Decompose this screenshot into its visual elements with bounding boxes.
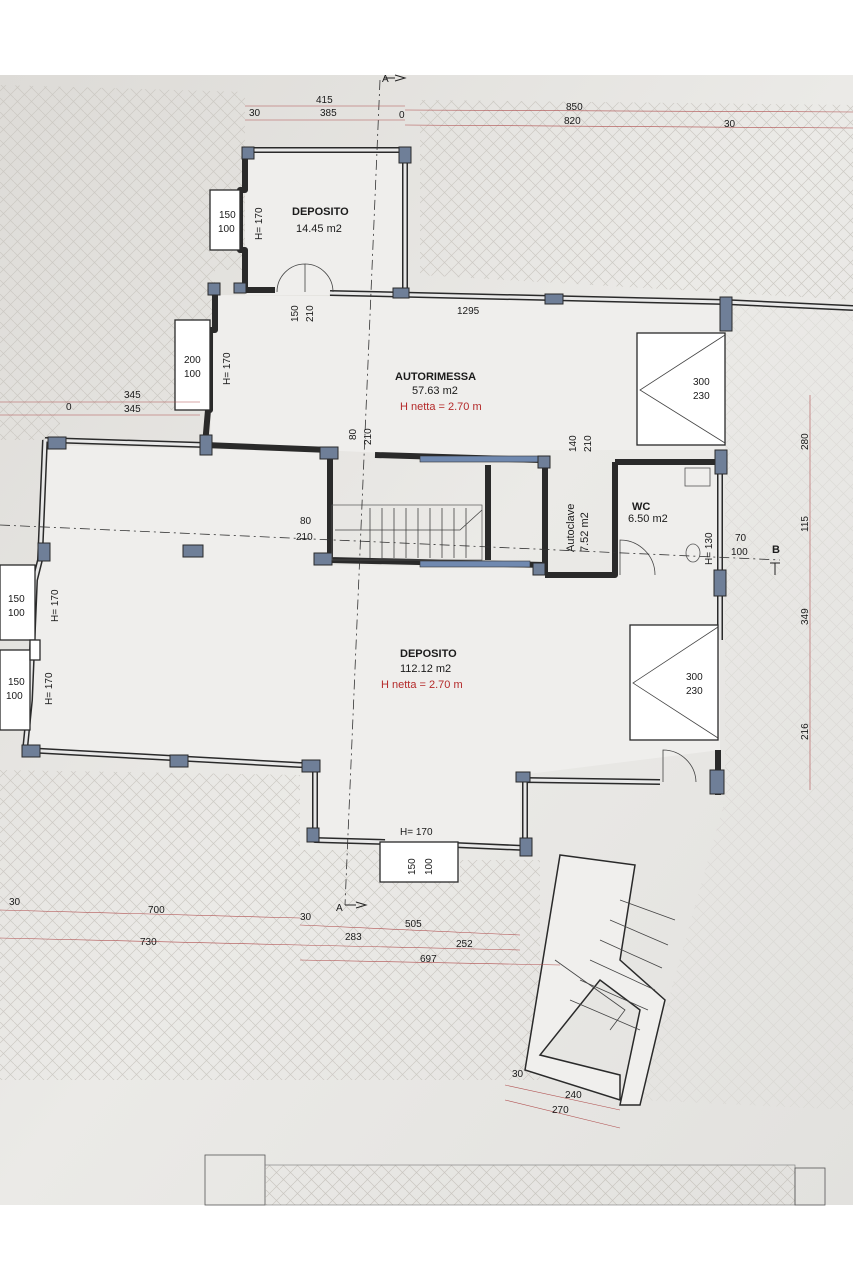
room-height-autorimessa: H netta = 2.70 m xyxy=(400,401,482,413)
dim-252: 252 xyxy=(456,939,473,950)
dim-697: 697 xyxy=(420,954,437,965)
door-swings xyxy=(276,263,697,783)
dim-30-bottom-left: 30 xyxy=(9,897,21,908)
dim-0-left: 0 xyxy=(66,402,72,413)
dim-850: 850 xyxy=(566,102,583,113)
structural-pillars xyxy=(21,146,733,857)
section-b-label: B xyxy=(772,544,780,556)
window-3-sill: H= 170 xyxy=(50,589,61,622)
window-3-width: 150 xyxy=(8,594,25,605)
dim-30-stair: 30 xyxy=(512,1069,524,1080)
room-area-autoclave: 7.52 m2 xyxy=(579,512,591,552)
section-a-top-label: A xyxy=(382,74,389,85)
dim-0-top: 0 xyxy=(399,110,405,121)
window-1-height: 100 xyxy=(218,224,235,235)
reinforced-segments xyxy=(419,455,539,568)
section-a-bottom-label: A xyxy=(336,903,343,914)
dim-30-bottom-mid: 30 xyxy=(300,912,312,923)
window-frames xyxy=(0,189,459,883)
dim-345-a: 345 xyxy=(124,390,141,401)
garage-door-2-height: 230 xyxy=(686,686,703,697)
dim-1295: 1295 xyxy=(457,306,480,317)
window-4-height: 100 xyxy=(6,691,23,702)
dim-385: 385 xyxy=(320,108,337,119)
dim-270: 270 xyxy=(552,1105,569,1116)
paved-terrace-hatching xyxy=(0,85,853,1110)
dim-700: 700 xyxy=(148,905,165,916)
room-height-deposito-main: H netta = 2.70 m xyxy=(381,679,463,691)
door-3-height: 210 xyxy=(583,435,594,452)
window-1-sill: H= 170 xyxy=(254,207,265,240)
room-label-deposito-main: DEPOSITO xyxy=(400,648,457,660)
window-5-width: 150 xyxy=(407,858,418,875)
window-2-width: 200 xyxy=(184,355,201,366)
door-4-width: 80 xyxy=(300,516,312,527)
section-lines xyxy=(0,74,781,909)
dim-345-b: 345 xyxy=(124,404,141,415)
room-area-deposito-small: 14.45 m2 xyxy=(296,223,342,235)
garage-door-1-height: 230 xyxy=(693,391,710,402)
window-2-sill: H= 170 xyxy=(222,352,233,385)
dim-730: 730 xyxy=(140,937,157,948)
dimension-lines xyxy=(0,105,853,1129)
dim-240: 240 xyxy=(565,1090,582,1101)
dim-280: 280 xyxy=(800,433,811,450)
dim-283: 283 xyxy=(345,932,362,943)
window-3-height: 100 xyxy=(8,608,25,619)
room-area-wc: 6.50 m2 xyxy=(628,513,668,525)
door-1-height: 210 xyxy=(305,305,316,322)
garage-door-1-width: 300 xyxy=(693,377,710,388)
dim-30-top-left: 30 xyxy=(249,108,261,119)
garage-door-2-width: 300 xyxy=(686,672,703,683)
window-4-sill: H= 170 xyxy=(44,672,55,705)
room-label-wc: WC xyxy=(632,501,650,513)
dim-216: 216 xyxy=(800,723,811,740)
dim-415: 415 xyxy=(316,95,333,106)
exterior-stair xyxy=(524,854,676,1106)
dim-349: 349 xyxy=(800,608,811,625)
dim-820: 820 xyxy=(564,116,581,127)
room-area-deposito-main: 112.12 m2 xyxy=(400,663,451,675)
garage-doors xyxy=(629,332,726,741)
window-6-height: 100 xyxy=(731,547,748,558)
window-5-height: 100 xyxy=(424,858,435,875)
window-5-sill: H= 170 xyxy=(400,827,433,838)
wc-fixtures xyxy=(684,467,711,563)
room-label-autoclave: Autoclave xyxy=(565,504,577,552)
elevation-strip xyxy=(204,1154,826,1206)
dim-505: 505 xyxy=(405,919,422,930)
dim-30-top-right: 30 xyxy=(724,119,736,130)
dim-115: 115 xyxy=(800,516,811,532)
room-label-deposito-small: DEPOSITO xyxy=(292,206,349,218)
door-2-height: 210 xyxy=(363,428,374,445)
window-1-width: 150 xyxy=(219,210,236,221)
door-3-width: 140 xyxy=(568,435,579,452)
door-2-width: 80 xyxy=(348,428,359,440)
window-4-width: 150 xyxy=(8,677,25,688)
window-6-sill: H= 130 xyxy=(704,532,715,565)
door-1-width: 150 xyxy=(290,305,301,322)
room-label-autorimessa: AUTORIMESSA xyxy=(395,371,476,383)
interior-stair xyxy=(331,504,483,561)
door-4-height: 210 xyxy=(296,532,313,543)
window-6-width: 70 xyxy=(735,533,747,544)
window-2-height: 100 xyxy=(184,369,201,380)
room-area-autorimessa: 57.63 m2 xyxy=(412,385,458,397)
